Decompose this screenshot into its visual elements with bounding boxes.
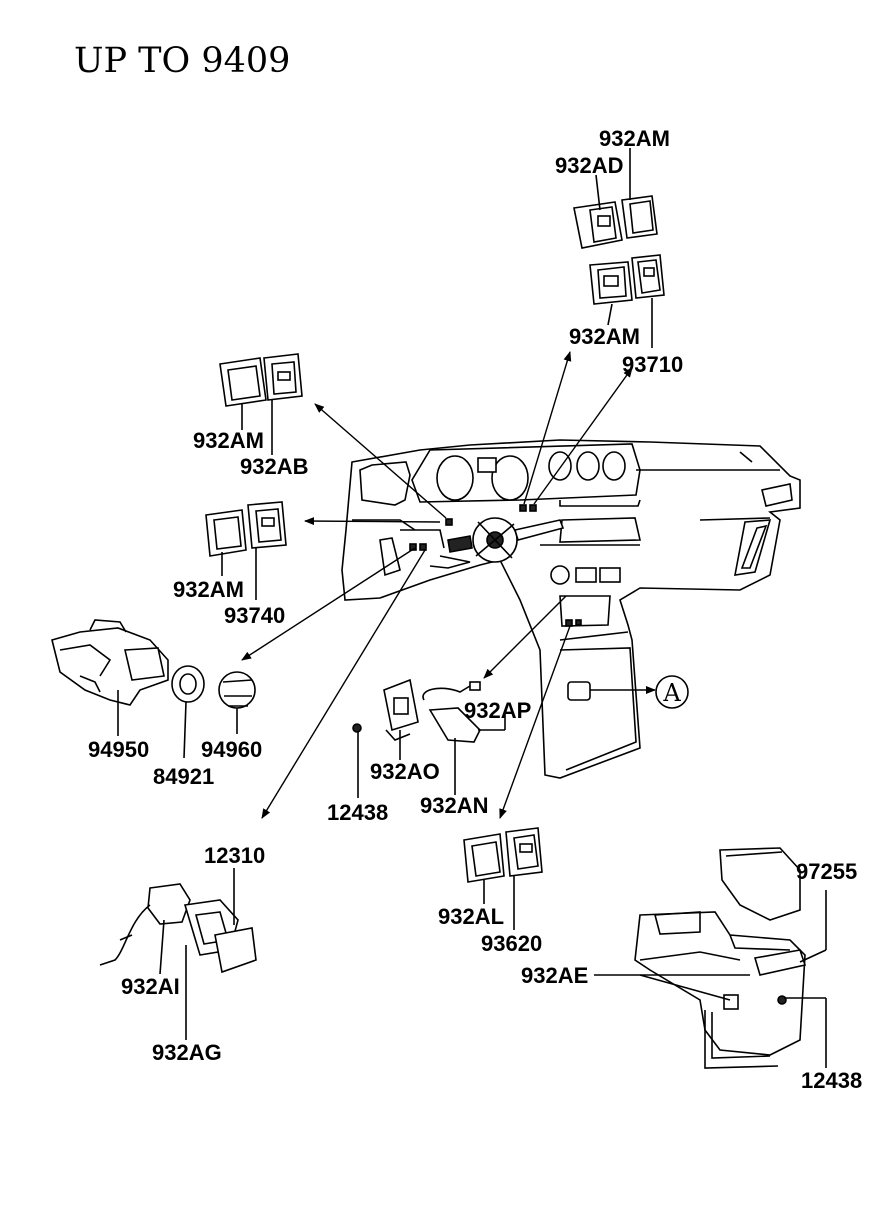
label-12438-console: 12438 (801, 1068, 862, 1093)
switch-group-top-right (573, 195, 665, 305)
label-932am-upper-left: 932AM (193, 428, 264, 453)
label-93710: 93710 (622, 352, 683, 377)
label-93740: 93740 (224, 603, 285, 628)
part-labels: 932AM 932AD 932AM 93710 932AM 932AB 932A… (88, 126, 862, 1093)
socket-group (352, 678, 506, 798)
switch-group-932ab (219, 353, 303, 455)
label-12310: 12310 (204, 843, 265, 868)
label-932am-top: 932AM (599, 126, 670, 151)
switch-group-93620 (463, 827, 543, 930)
label-932ag: 932AG (152, 1040, 222, 1065)
label-97255: 97255 (796, 859, 857, 884)
label-932am-right: 932AM (569, 324, 640, 349)
dashboard-assembly (341, 439, 801, 779)
label-932ap: 932AP (464, 698, 531, 723)
label-84921: 84921 (153, 764, 214, 789)
label-932ab: 932AB (240, 454, 308, 479)
label-93620: 93620 (481, 931, 542, 956)
label-94960: 94960 (201, 737, 262, 762)
label-12438-center: 12438 (327, 800, 388, 825)
console-assembly (594, 847, 827, 1069)
label-932an: 932AN (420, 793, 488, 818)
lower-left-group (99, 868, 257, 1040)
switch-group-93740 (205, 501, 287, 600)
callout-a: A (655, 675, 689, 709)
label-932al: 932AL (438, 904, 504, 929)
callout-a-letter: A (662, 679, 681, 707)
label-932ai: 932AI (121, 974, 180, 999)
reference-arrows (241, 351, 656, 819)
label-94950: 94950 (88, 737, 149, 762)
leaders-top-right (595, 148, 653, 348)
label-932ao: 932AO (370, 759, 440, 784)
label-932ad: 932AD (555, 153, 623, 178)
lighter-group (51, 619, 256, 759)
label-932ae: 932AE (521, 963, 588, 988)
diagram-title: UP TO 9409 (74, 41, 290, 81)
label-932am-mid-left: 932AM (173, 577, 244, 602)
